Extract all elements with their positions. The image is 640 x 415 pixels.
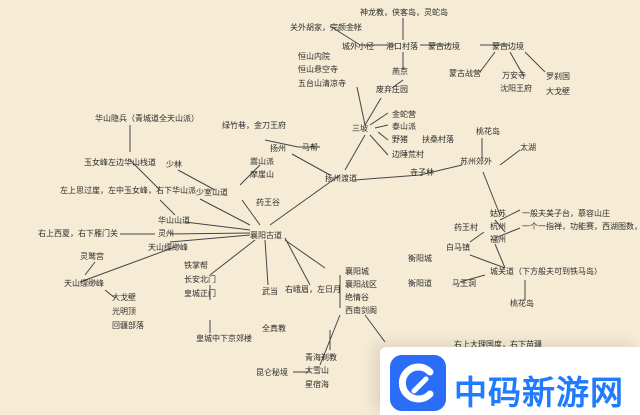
label-huangcheng2: 皇城中下京郊楼 bbox=[196, 333, 252, 343]
label-lvzhu: 绿竹巷，金刀王府 bbox=[222, 120, 286, 130]
label-chengwai: 城外小径 bbox=[342, 41, 374, 51]
label-guanwai: 关外胡家，完颜金帐 bbox=[290, 22, 362, 32]
label-tianshan-dao: 天山缥缈峰 bbox=[64, 278, 104, 288]
label-quanzhen: 全真教 bbox=[262, 323, 286, 333]
label-feiqi: 废弃庄园 bbox=[376, 84, 408, 94]
label-yaowang: 药王谷 bbox=[256, 197, 280, 207]
label-huiji: 回疆部落 bbox=[112, 320, 144, 330]
label-maguang: 马王洞 bbox=[452, 278, 476, 288]
label-yezhu: 野猪 bbox=[392, 134, 408, 144]
label-menggu-camp: 蒙古战营 bbox=[449, 68, 481, 78]
label-hengyang-dao: 衡阳道 bbox=[408, 278, 432, 288]
label-taihu: 太湖 bbox=[520, 142, 536, 152]
label-kunlun: 昆仑秘境 bbox=[256, 367, 288, 377]
connection-lines bbox=[79, 18, 546, 373]
label-wudang: 武当 bbox=[262, 286, 278, 296]
label-huashan-dao: 华山山道 bbox=[158, 215, 190, 225]
brand-logo-icon bbox=[390, 355, 446, 411]
label-chengyuan: 摩崖山 bbox=[250, 169, 274, 179]
label-gengfeng: 边陲荒村 bbox=[392, 149, 424, 159]
label-xinan: 西南剑阁 bbox=[345, 305, 377, 315]
label-sanbao: 三坡 bbox=[352, 123, 368, 133]
label-wutai: 五台山清凉寺 bbox=[298, 78, 346, 88]
label-qinghai: 青海剃教 bbox=[305, 352, 337, 362]
label-taohua-low: 桃花岛 bbox=[510, 298, 534, 308]
label-yangzhou: 扬州 bbox=[270, 143, 286, 153]
label-tiezhang: 铁掌帮 bbox=[184, 260, 208, 270]
label-yangfu: 沈阳王府 bbox=[500, 83, 532, 93]
label-yuyang: 扶桑村落 bbox=[422, 134, 454, 144]
label-yaoqiao: 药王村 bbox=[454, 222, 478, 232]
label-xiangyang: 襄阳城 bbox=[345, 266, 369, 276]
label-huashan: 华山隐兵（青城道全天山派） bbox=[95, 113, 199, 123]
label-fuzhou: 福州 bbox=[490, 235, 506, 244]
label-lingjiu: 灵鹫宫 bbox=[80, 251, 104, 261]
label-ganghou: 港口村落 bbox=[386, 41, 418, 51]
label-songshan: 嵩山派 bbox=[250, 156, 274, 166]
brand-name: 中码新游网 bbox=[454, 373, 624, 412]
label-shaolin: 少林 bbox=[166, 159, 182, 169]
label-jinshe: 金蛇营 bbox=[392, 109, 416, 119]
label-hengyang: 衡阳城 bbox=[408, 253, 432, 263]
label-xiangyang2: 襄阳战区 bbox=[345, 279, 377, 289]
label-yanjing: 燕京 bbox=[392, 66, 408, 76]
label-dagebi: 大戈壁 bbox=[546, 86, 570, 96]
label-taohua-top: 桃花岛 bbox=[476, 126, 500, 136]
label-daxueshan: 大雪山 bbox=[305, 365, 329, 375]
label-guangming: 光明顶 bbox=[112, 306, 136, 316]
label-suzhouwai: 苏州郊外 bbox=[460, 156, 492, 166]
label-gusu: 姑苏 bbox=[490, 208, 506, 218]
label-leftpath: 右上西夏，右下雁门关 bbox=[38, 228, 118, 238]
label-tianshan-mid: 天山缥缈峰 bbox=[148, 242, 188, 252]
label-maxie: 马帮 bbox=[302, 142, 318, 152]
label-gusu2: 一般夫美子台，慕容山庄 bbox=[522, 208, 610, 218]
label-xiangyang-hub: 襄阳古道 bbox=[250, 230, 282, 240]
label-hangzhou2: 一个一指禅，功能赛，西湖图数，岸边 bbox=[522, 221, 640, 231]
label-hengshan: 恒山内院 bbox=[298, 51, 330, 61]
label-shaoshi: 少室山道 bbox=[196, 187, 228, 197]
label-xiangyang3: 绝情谷 bbox=[345, 292, 369, 302]
label-huangcheng: 皇城正门 bbox=[184, 288, 216, 298]
label-sizi: 寺子林 bbox=[410, 167, 434, 177]
label-baimachuan: 白马镇 bbox=[446, 242, 470, 252]
label-chaoguan: 城关道（下方般夫可到铁马岛） bbox=[490, 266, 602, 276]
label-fujian-top: 右上大理国度，右下苗疆 bbox=[454, 339, 542, 349]
label-dage: 大戈壁 bbox=[112, 292, 136, 302]
label-menggu1: 蒙古边境 bbox=[428, 41, 460, 51]
label-menggu2: 蒙古边境 bbox=[492, 41, 524, 51]
label-lingzhou: 灵州 bbox=[158, 229, 174, 238]
region-labels: 神龙教，侠客岛，灵蛇岛 关外胡家，完颜金帐 城外小径 港口村落 蒙古边境 蒙古边… bbox=[38, 7, 640, 389]
label-luoyang: 罗刹国 bbox=[546, 72, 570, 81]
label-xingxiu: 星宿海 bbox=[305, 379, 329, 389]
label-taishan: 泰山派 bbox=[392, 121, 416, 131]
label-wananshi: 万安寺 bbox=[502, 70, 526, 80]
label-shanmen: 左上思过崖，左中玉女峰，右下华山派 bbox=[60, 185, 196, 195]
label-yangzhou-port: 扬州渡道 bbox=[325, 173, 357, 183]
label-changan: 长安北门 bbox=[184, 274, 216, 284]
label-ermei: 右峨眉，左日月 bbox=[285, 284, 341, 294]
label-hangzhou: 杭州 bbox=[490, 221, 506, 231]
label-yuenv: 玉女峰左边华山栈道 bbox=[84, 157, 156, 167]
label-hengshan2: 恒山悬空寺 bbox=[298, 64, 338, 74]
label-shenlongjiao: 神龙教，侠客岛，灵蛇岛 bbox=[360, 7, 448, 17]
